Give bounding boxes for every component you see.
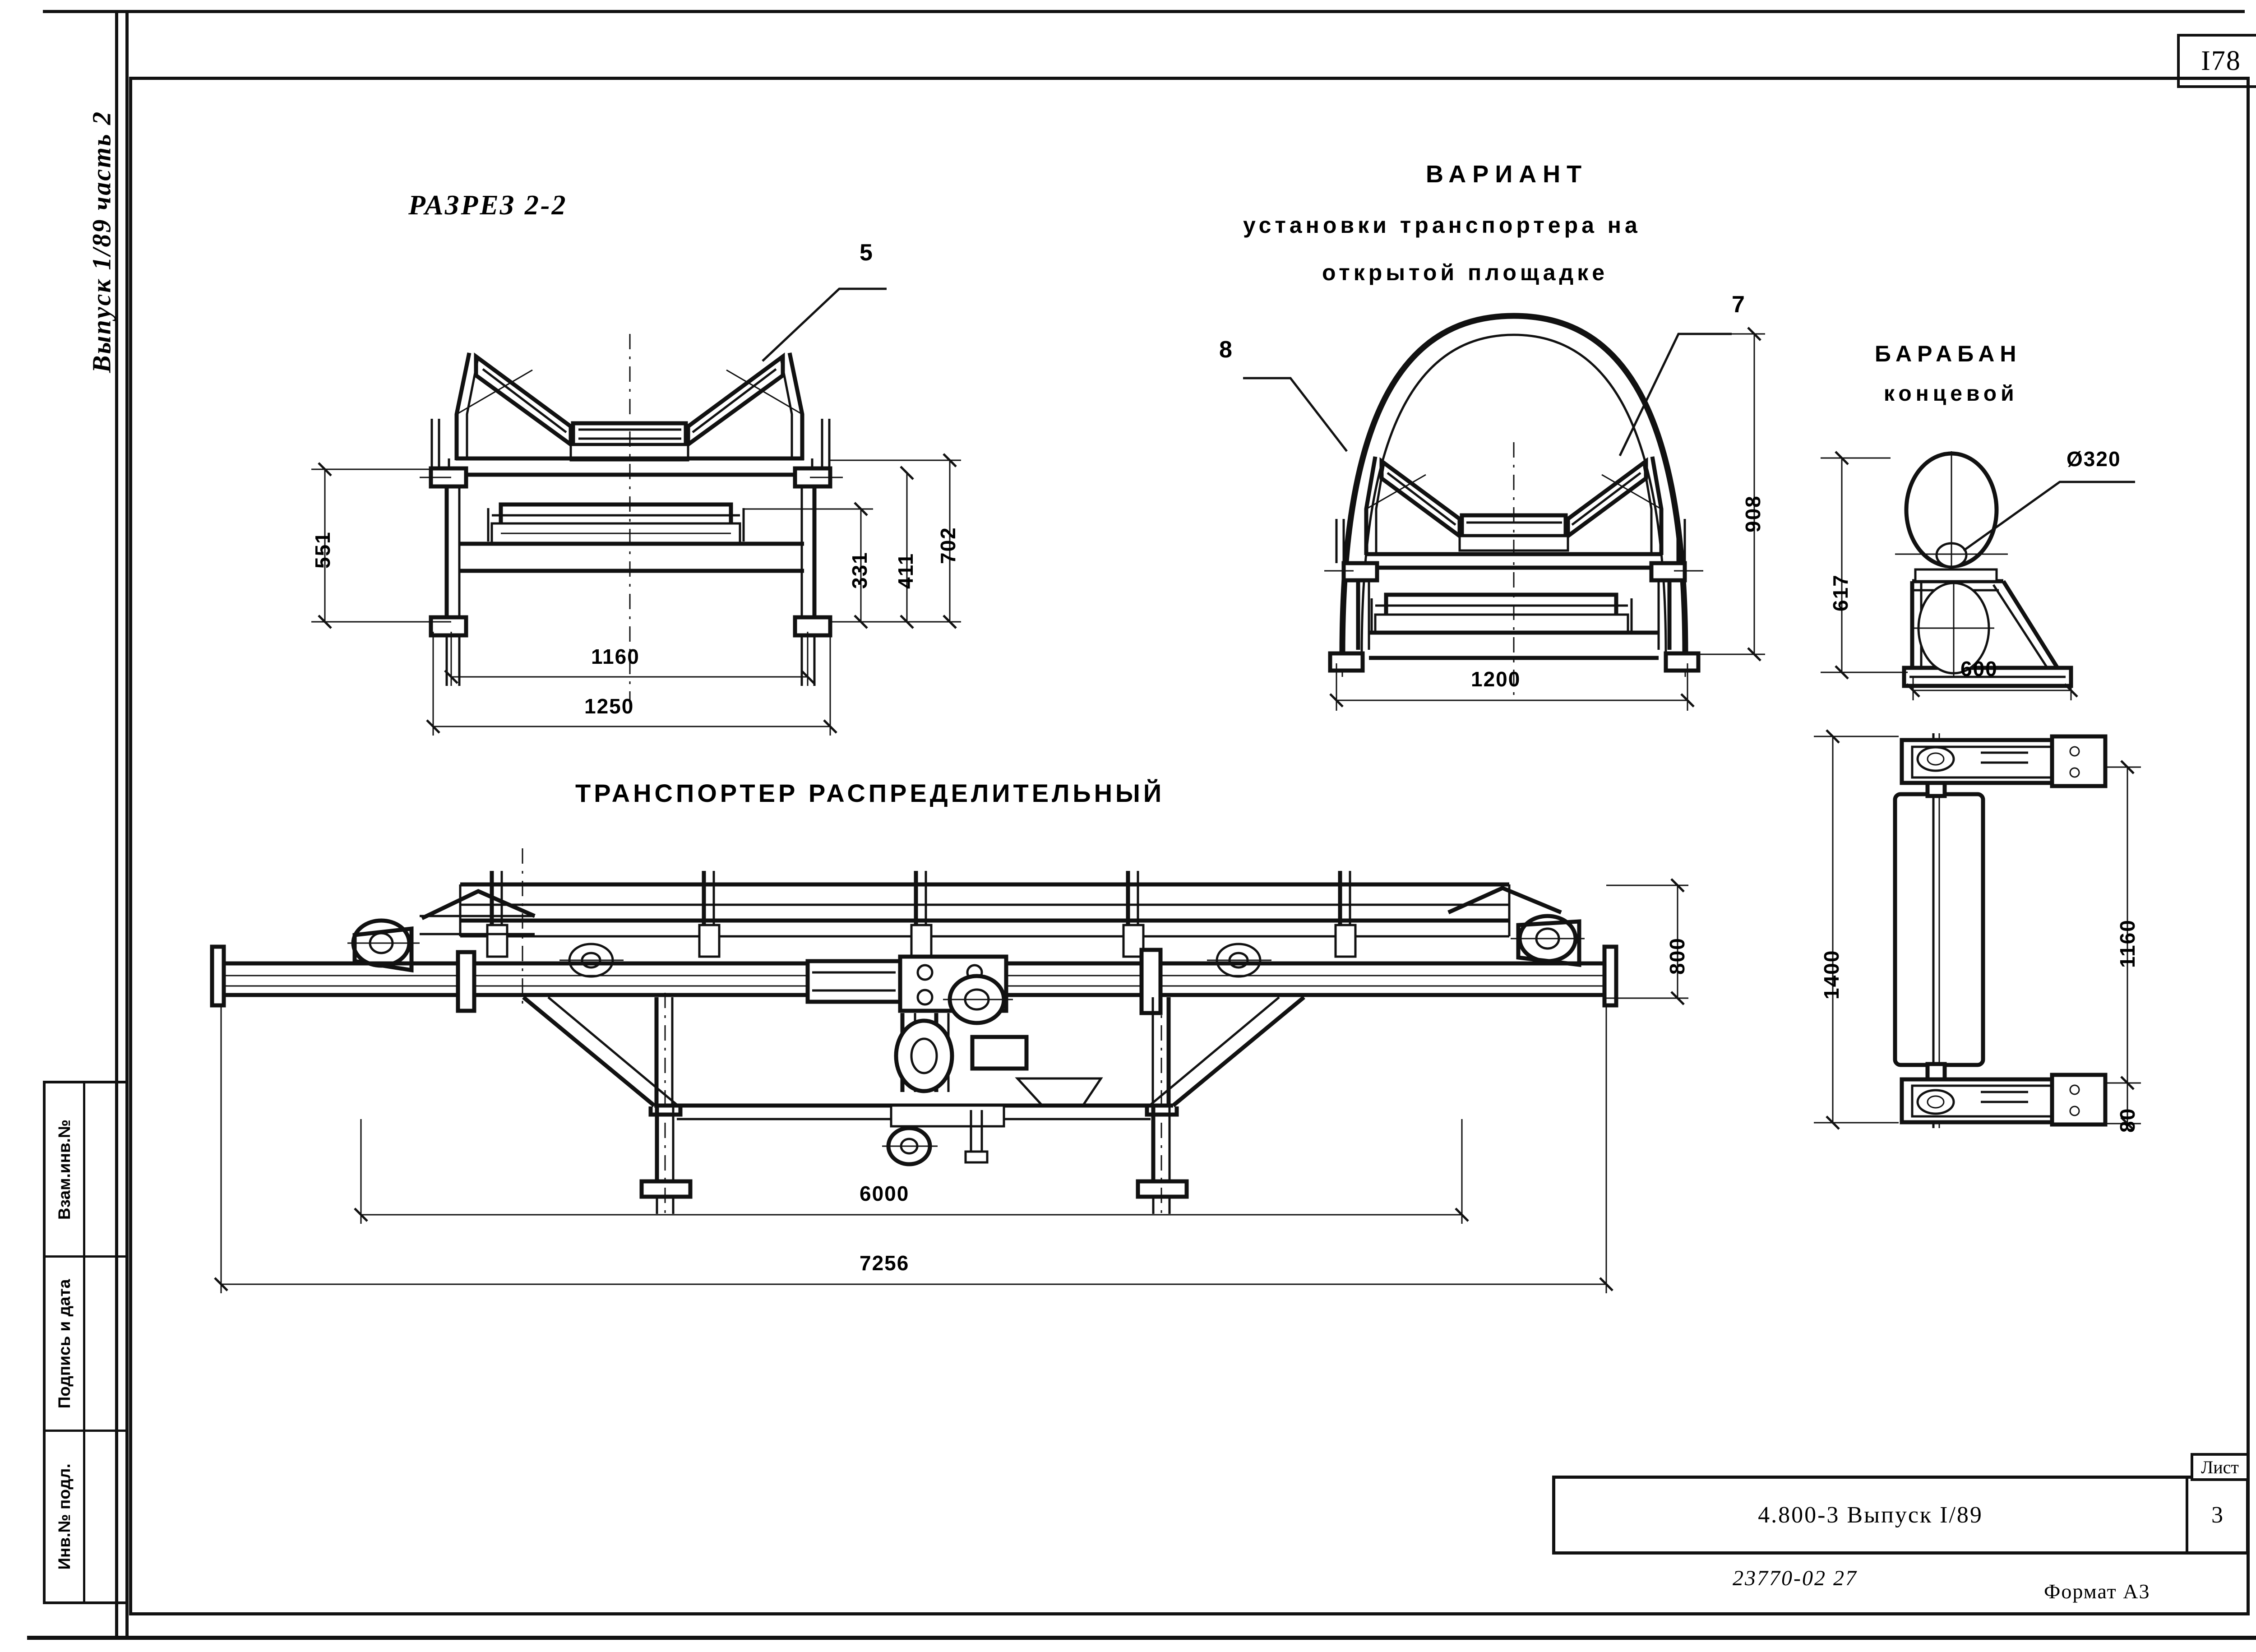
dim-1200: 1200 <box>1471 667 1521 691</box>
conveyor-legs <box>522 848 1189 1218</box>
conveyor-rollers-row <box>559 943 1271 978</box>
dim-6000: 6000 <box>860 1182 910 1205</box>
variant-frame <box>1324 442 1703 695</box>
title-block-sheet-label: Лист <box>2191 1453 2249 1481</box>
drawing-frame <box>129 77 2250 1615</box>
canopy-arch <box>1328 313 1701 677</box>
side-field-label: Инв.№ подл. <box>46 1432 85 1601</box>
variant-title-line2: установки транспортера на <box>1243 213 1641 238</box>
drum-dimension-lines <box>1821 451 2135 700</box>
drum-title-line2: концевой <box>1884 382 2018 406</box>
conveyor-title: ТРАНСПОРТЕР РАСПРЕДЕЛИТЕЛЬНЫЙ <box>575 779 1165 807</box>
conveyor-drive-drum-left <box>347 889 536 973</box>
sheet-format: Формат А3 <box>2044 1580 2150 1603</box>
side-field-row: Подпись и дата <box>46 1258 126 1432</box>
dim-1400: 1400 <box>1820 949 1843 1000</box>
title-block: 4.800-3 Выпуск I/89 3 <box>1552 1476 2249 1555</box>
drum-plan-dimension-lines <box>1814 729 2141 1131</box>
section-dimension-lines <box>311 287 961 736</box>
left-margin-strip: Выпуск 1/89 часть 2 <box>43 10 129 1638</box>
page-number: I78 <box>2201 45 2241 76</box>
scan-edge-bottom <box>27 1636 2256 1640</box>
sheet-number: 3 <box>2211 1502 2223 1528</box>
dim-7256: 7256 <box>860 1251 910 1275</box>
dim-1250: 1250 <box>584 694 634 718</box>
section-view-title: РАЗРЕЗ 2-2 <box>408 190 568 221</box>
dim-1160: 1160 <box>591 645 640 668</box>
side-field-row: Инв.№ подл. <box>46 1432 126 1601</box>
dim-600: 600 <box>1960 657 1998 680</box>
left-margin-rule <box>115 10 118 1638</box>
dim-diameter-320: Ø320 <box>2066 447 2121 471</box>
variant-dimension-lines <box>1243 327 1765 711</box>
callout-8: 8 <box>1219 337 1232 363</box>
designation: 4.800-3 Выпуск I/89 <box>1758 1502 1983 1528</box>
scan-edge-top <box>43 10 2245 13</box>
conveyor-return-drum-right <box>1447 886 1585 967</box>
conveyor-top-rails <box>459 882 1511 938</box>
drum-plan-brackets <box>1900 734 2108 1127</box>
side-field-label: Подпись и дата <box>46 1258 85 1430</box>
variant-title-line3: открытой площадке <box>1322 260 1609 285</box>
drum-plan-body <box>1893 733 1985 1128</box>
drawing-code: 23770-02 27 <box>1733 1566 1858 1590</box>
side-field-row: Взам.инв.№ <box>46 1083 126 1258</box>
section-frame-rails <box>420 334 843 704</box>
side-title-fields: Взам.инв.№ Подпись и дата Инв.№ подл. <box>43 1081 129 1604</box>
variant-title-line1: ВАРИАНТ <box>1426 161 1588 188</box>
side-field-label: Взам.инв.№ <box>46 1083 85 1255</box>
callout-5: 5 <box>860 240 873 266</box>
conveyor-dimension-lines <box>214 878 1688 1293</box>
title-block-sheet-cell: 3 <box>2188 1479 2246 1551</box>
dim-80: 80 <box>2116 1107 2139 1133</box>
callout-7: 7 <box>1732 292 1745 318</box>
title-block-designation-cell: 4.800-3 Выпуск I/89 <box>1555 1479 2188 1551</box>
drum-title-line1: БАРАБАН <box>1875 341 2022 366</box>
dim-1160-plan: 1160 <box>2116 919 2139 968</box>
conveyor-idler-hangers <box>486 871 1357 958</box>
conveyor-drive-unit <box>805 954 1103 1166</box>
drum-pulley <box>1895 451 2008 596</box>
